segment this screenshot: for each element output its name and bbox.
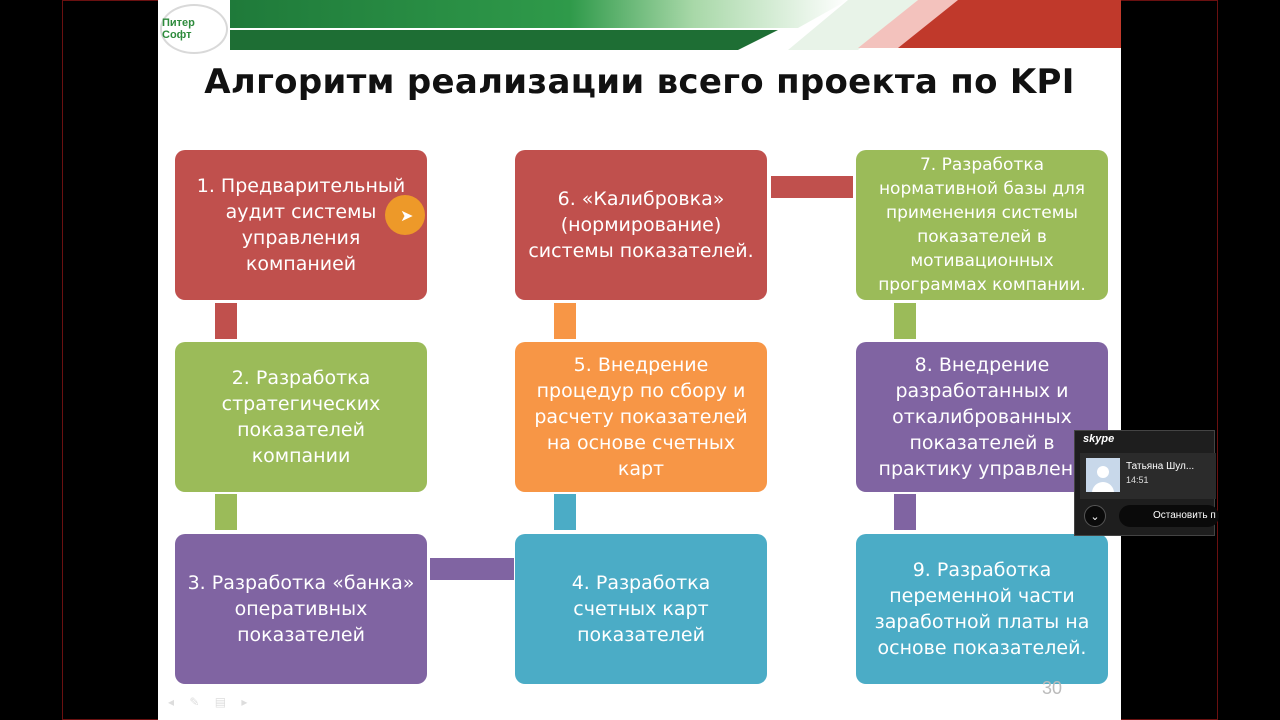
connector-3-4	[430, 558, 514, 580]
call-time: 14:51	[1126, 475, 1149, 485]
connector-2-3	[215, 494, 237, 530]
step-box-1: 1. Предварительный аудит системы управле…	[175, 150, 427, 300]
skype-call-widget[interactable]: skype Татьяна Шул... 14:51 ⌄ Остановить …	[1074, 430, 1219, 536]
slide-title: Алгоритм реализации всего проекта по KPI	[204, 62, 1075, 102]
connector-5-6	[554, 303, 576, 339]
page-number: 30	[1042, 678, 1063, 698]
slideshow-toolbar[interactable]: ◂ ✎ ▤ ▸	[168, 695, 254, 709]
presentation-slide: Питер Софт Алгоритм реализации всего про…	[158, 0, 1121, 720]
step-box-5: 5. Внедрение процедур по сбору и расчету…	[515, 342, 767, 492]
company-logo: Питер Софт	[160, 4, 228, 54]
stop-sharing-button[interactable]: Остановить п	[1119, 505, 1219, 527]
cursor-highlight	[385, 195, 425, 235]
chevron-down-icon[interactable]: ⌄	[1084, 505, 1106, 527]
mouse-pointer-icon: ➤	[400, 208, 414, 225]
contact-name: Татьяна Шул...	[1126, 461, 1195, 472]
step-box-9: 9. Разработка переменной части заработно…	[856, 534, 1108, 684]
logo-text: Питер Софт	[162, 17, 195, 41]
connector-1-2	[215, 303, 237, 339]
step-box-8: 8. Внедрение разработанных и откалиброва…	[856, 342, 1108, 492]
connector-7-8	[894, 303, 916, 339]
step-box-7: 7. Разработка нормативной базы для приме…	[856, 150, 1108, 300]
header-banner	[158, 0, 1121, 56]
connector-4-5	[554, 494, 576, 530]
avatar-icon	[1086, 458, 1120, 492]
skype-logo: skype	[1083, 433, 1115, 445]
connector-8-9	[894, 494, 916, 530]
skype-contact-card[interactable]: Татьяна Шул... 14:51	[1080, 453, 1216, 499]
step-box-2: 2. Разработка стратегических показателей…	[175, 342, 427, 492]
step-box-4: 4. Разработка счетных карт показателей	[515, 534, 767, 684]
step-box-6: 6. «Калибровка» (нормирование) системы п…	[515, 150, 767, 300]
connector-6-7	[771, 176, 853, 198]
step-box-3: 3. Разработка «банка» оперативных показа…	[175, 534, 427, 684]
